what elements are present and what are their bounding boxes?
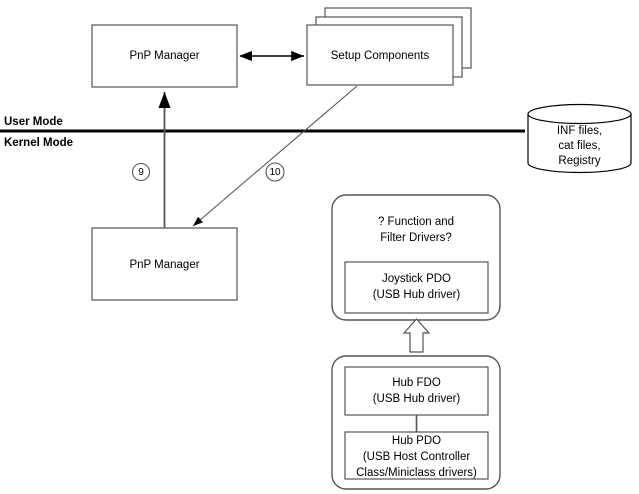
hub-pdo-line3: Class/Miniclass drivers) <box>356 467 477 479</box>
cylinder-top-ellipse <box>527 103 632 125</box>
pnp-manager-kernel-node[interactable]: PnP Manager <box>91 227 238 301</box>
pnp-manager-user-box <box>91 24 238 88</box>
pnp-manager-user-label: PnP Manager <box>129 50 199 62</box>
cylinder-body <box>527 113 632 174</box>
step-10-marker: 10 <box>265 162 285 182</box>
step-9-number: 9 <box>138 167 144 178</box>
hub-pdo-line2: (USB Host Controller <box>363 451 471 463</box>
pnp-manager-kernel-label: PnP Manager <box>129 259 199 271</box>
joystick-device-stack[interactable]: ? Function and Filter Drivers? Joystick … <box>331 194 501 321</box>
hub-fdo-line2: (USB Hub driver) <box>373 393 461 405</box>
hub-pdo-line1: Hub PDO <box>392 435 441 447</box>
joystick-stack-header-line1: ? Function and <box>378 216 454 228</box>
hub-device-stack[interactable]: Hub FDO (USB Hub driver) Hub PDO (USB Ho… <box>331 355 501 490</box>
hub-fdo-line1: Hub FDO <box>392 377 441 389</box>
setup-components-stack[interactable]: Setup Components <box>306 7 472 86</box>
setup-components-sheet-front <box>306 24 454 86</box>
kernel-mode-label: Kernel Mode <box>4 137 73 149</box>
pnp-manager-kernel-box <box>91 227 238 301</box>
cylinder-line-2: cat files, <box>558 140 600 152</box>
step-10-number: 10 <box>269 167 281 178</box>
step-9-circle <box>131 162 151 182</box>
setup-components-label: Setup Components <box>331 50 430 62</box>
step-9-marker: 9 <box>131 162 151 182</box>
hub-fdo-box <box>344 366 489 416</box>
storage-cylinder-node[interactable]: INF files, cat files, Registry <box>527 103 632 174</box>
step-10-arrow <box>192 85 358 227</box>
joystick-pdo-line1: Joystick PDO <box>382 273 451 285</box>
pnp-manager-user-node[interactable]: PnP Manager <box>91 24 238 88</box>
cylinder-line-3: Registry <box>558 155 600 167</box>
joystick-stack-header-line2: Filter Drivers? <box>380 232 452 244</box>
joystick-pdo-line2: (USB Hub driver) <box>373 289 461 301</box>
user-mode-label: User Mode <box>4 116 63 128</box>
step-10-circle <box>265 162 285 182</box>
hub-pdo-box <box>344 431 489 480</box>
joystick-pdo-box <box>344 261 489 314</box>
cylinder-line-1: INF files, <box>557 125 602 137</box>
stack-link-block-arrow-up <box>402 318 431 353</box>
